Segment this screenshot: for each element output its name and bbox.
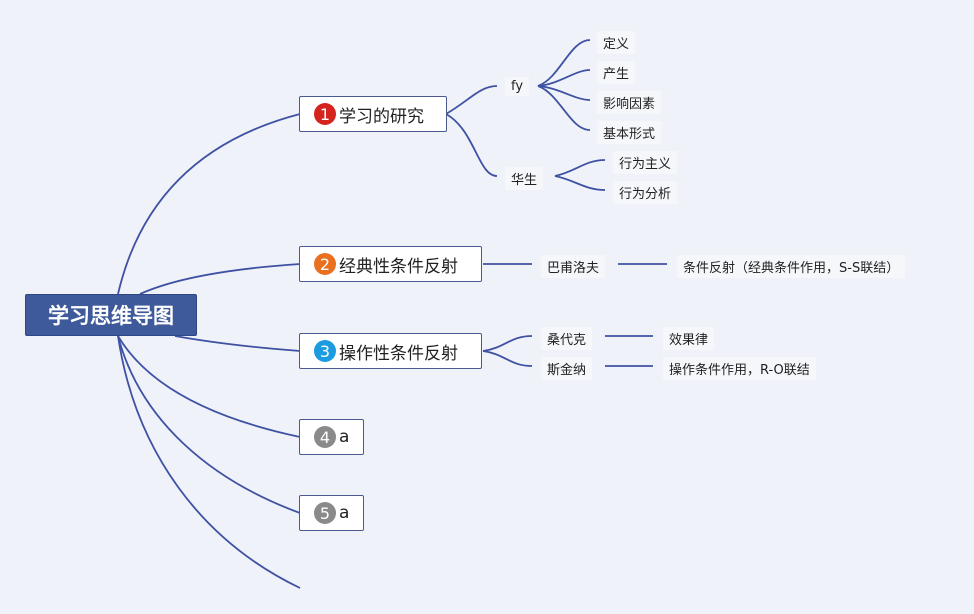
link-root-extra — [117, 335, 301, 589]
subtopic-xingweifenxi[interactable]: 行为分析 — [613, 181, 678, 204]
link-root-topic-2 — [139, 263, 301, 295]
topic-label: 经典性条件反射 — [339, 256, 458, 277]
number-badge-2: 2 — [314, 253, 336, 275]
topic-2[interactable]: 2 经典性条件反射 — [299, 246, 482, 282]
subtopic-chansheng[interactable]: 产生 — [597, 61, 636, 84]
number-badge-4: 4 — [314, 426, 336, 448]
link-topic-1-huasheng — [445, 113, 498, 177]
number-badge-5: 5 — [314, 502, 336, 524]
topic-label: 操作性条件反射 — [339, 343, 458, 364]
link-topic-1-fy — [445, 85, 498, 115]
topic-label: a — [339, 503, 350, 523]
subtopic-law-of-effect[interactable]: 效果律 — [663, 327, 715, 350]
subtopic-dingyi[interactable]: 定义 — [597, 31, 636, 54]
number-badge-1: 1 — [314, 103, 336, 125]
subtopic-xingweizhuyi[interactable]: 行为主义 — [613, 151, 678, 174]
subtopic-huasheng[interactable]: 华生 — [505, 167, 544, 190]
root-label: 学习思维导图 — [48, 304, 174, 328]
subtopic-pavlov[interactable]: 巴甫洛夫 — [541, 255, 606, 278]
link-root-topic-3 — [174, 335, 301, 352]
subtopic-operant[interactable]: 操作条件作用，R-O联结 — [663, 357, 816, 380]
topic-1[interactable]: 1 学习的研究 — [299, 96, 447, 132]
subtopic-thorndike[interactable]: 桑代克 — [541, 327, 593, 350]
link-root-topic-4 — [117, 335, 301, 438]
root-topic[interactable]: 学习思维导图 — [25, 294, 197, 336]
topic-label: a — [339, 427, 350, 447]
subtopic-fy[interactable]: fy — [505, 77, 530, 96]
subtopic-jiben[interactable]: 基本形式 — [597, 121, 662, 144]
link-root-topic-5 — [117, 335, 301, 514]
subtopic-yingxiang[interactable]: 影响因素 — [597, 91, 662, 114]
subtopic-skinner[interactable]: 斯金纳 — [541, 357, 593, 380]
link-root-topic-1 — [117, 113, 301, 295]
number-badge-3: 3 — [314, 340, 336, 362]
subtopic-conditioned-reflex[interactable]: 条件反射（经典条件作用，S-S联结） — [677, 255, 906, 278]
topic-4[interactable]: 4 a — [299, 419, 364, 455]
topic-label: 学习的研究 — [339, 106, 424, 127]
topic-3[interactable]: 3 操作性条件反射 — [299, 333, 482, 369]
topic-5[interactable]: 5 a — [299, 495, 364, 531]
